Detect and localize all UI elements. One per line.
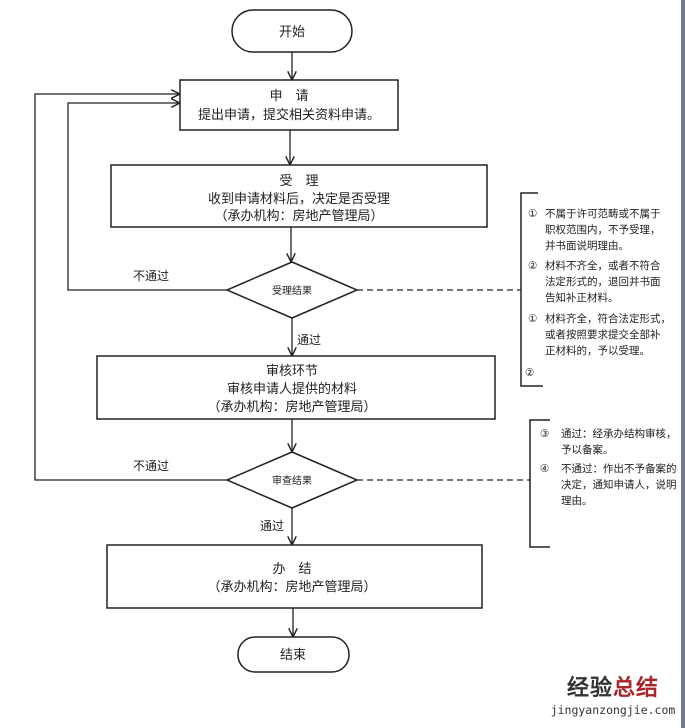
start-node: 开始 bbox=[231, 9, 353, 53]
note-marker: ③ bbox=[540, 428, 549, 440]
note-marker: ④ bbox=[540, 463, 549, 475]
watermark-logo: 经验总结 bbox=[548, 676, 678, 702]
review-title: 审核环节 bbox=[266, 364, 318, 379]
accept-note-bracket bbox=[520, 192, 543, 387]
end-label: 结束 bbox=[280, 648, 306, 663]
note-line: 法定形式的，退回并书面 bbox=[545, 275, 661, 288]
arrow-accept-fail-loop bbox=[67, 103, 227, 291]
complete-title: 办 结 bbox=[272, 562, 311, 577]
accept-line-2: （承办机构：房地产管理局） bbox=[214, 208, 383, 224]
note-line: 决定，通知申请人，说明 bbox=[561, 478, 677, 491]
note-line: 不通过：作出不予备案的 bbox=[561, 462, 677, 475]
review-notes: ③ 通过：经承办结构审核， 予以备案。 ④ 不通过：作出不予备案的 决定，通知申… bbox=[540, 427, 677, 507]
accept-title: 受 理 bbox=[279, 174, 318, 189]
arrow-review-fail-loop bbox=[34, 94, 227, 481]
accept-decision-node: 受理结果 bbox=[225, 261, 359, 319]
watermark-part1: 经验 bbox=[566, 676, 613, 701]
apply-line: 提出申请，提交相关资料申请。 bbox=[198, 107, 380, 123]
note-marker: ② bbox=[525, 367, 534, 379]
note-marker: ② bbox=[528, 260, 537, 272]
accept-line-1: 收到申请材料后，决定是否受理 bbox=[208, 192, 390, 207]
complete-line: （承办机构：房地产管理局） bbox=[207, 579, 376, 595]
review-node: 审核环节 审核申请人提供的材料 （承办机构：房地产管理局） bbox=[96, 355, 496, 420]
note-line: 正材料的，予以受理。 bbox=[545, 344, 650, 357]
note-line: 材料齐全，符合法定形式， bbox=[545, 312, 671, 325]
complete-node: 办 结 （承办机构：房地产管理局） bbox=[106, 544, 483, 609]
note-line: 并书面说明理由。 bbox=[545, 239, 629, 252]
review-pass-label: 通过 bbox=[260, 519, 284, 533]
note-line: 予以备案。 bbox=[561, 443, 614, 456]
apply-title: 申 请 bbox=[269, 89, 308, 104]
accept-fail-label: 不通过 bbox=[133, 269, 169, 283]
review-note-bracket bbox=[529, 419, 550, 548]
review-decision-label: 审查结果 bbox=[272, 474, 312, 487]
note-marker: ① bbox=[528, 208, 537, 220]
note-line: 职权范围内，不予受理， bbox=[545, 223, 661, 236]
note-line: 理由。 bbox=[561, 494, 593, 507]
note-line: 通过：经承办结构审核， bbox=[561, 427, 677, 440]
accept-node: 受 理 收到申请材料后，决定是否受理 （承办机构：房地产管理局） bbox=[110, 164, 488, 228]
review-line-1: 审核申请人提供的材料 bbox=[227, 381, 357, 397]
watermark-url: jingyanzongjie.com bbox=[550, 703, 676, 717]
start-label: 开始 bbox=[279, 25, 305, 40]
review-line-2: （承办机构：房地产管理局） bbox=[207, 399, 376, 415]
apply-node: 申 请 提出申请，提交相关资料申请。 bbox=[179, 79, 399, 131]
window-edge bbox=[681, 0, 685, 728]
review-fail-label: 不通过 bbox=[133, 459, 169, 473]
note-line: 不属于许可范畴或不属于 bbox=[545, 207, 661, 220]
end-node: 结束 bbox=[237, 636, 350, 673]
accept-decision-label: 受理结果 bbox=[272, 284, 312, 297]
note-line: 或者按照要求提交全部补 bbox=[545, 328, 661, 341]
accept-notes: ① 不属于许可范畴或不属于 职权范围内，不予受理， 并书面说明理由。 ② 材料不… bbox=[525, 207, 671, 379]
watermark-part2: 总结 bbox=[613, 676, 660, 701]
review-decision-node: 审查结果 bbox=[225, 451, 359, 509]
watermark: 经验总结 jingyanzongjie.com bbox=[548, 676, 678, 718]
accept-pass-label: 通过 bbox=[297, 333, 321, 347]
note-line: 告知补正材料。 bbox=[545, 291, 619, 304]
note-marker: ① bbox=[528, 313, 537, 325]
note-line: 材料不齐全，或者不符合 bbox=[545, 259, 661, 272]
